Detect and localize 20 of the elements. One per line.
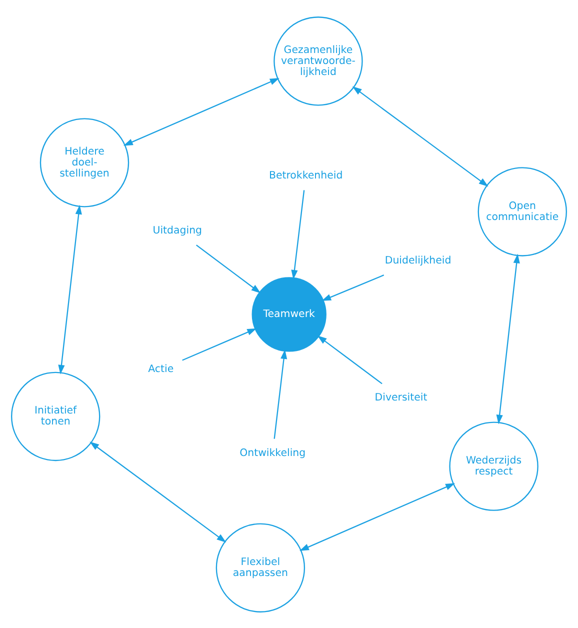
arrow (182, 328, 257, 360)
arrow (317, 334, 382, 384)
arrow (58, 204, 82, 374)
arrow (90, 441, 226, 542)
arrow (352, 86, 488, 186)
arrow (291, 190, 305, 279)
arrow (274, 348, 288, 438)
arrow (196, 244, 261, 293)
arrow (299, 482, 456, 550)
node-circle: Heldere doel- stellingen (40, 118, 130, 207)
node-text: Diversiteit (374, 392, 428, 404)
node-text: Betrokkenheid (268, 170, 343, 182)
arrow (123, 78, 280, 146)
arrow (322, 274, 384, 300)
node-text: Ontwikkeling (240, 447, 306, 458)
node-text: Actie (148, 364, 174, 375)
node-text: Uitdaging (152, 225, 202, 236)
node-text: Duidelijkheid (384, 255, 452, 266)
arrow (496, 253, 520, 424)
node-circle: Wederzijds respect (449, 421, 538, 510)
